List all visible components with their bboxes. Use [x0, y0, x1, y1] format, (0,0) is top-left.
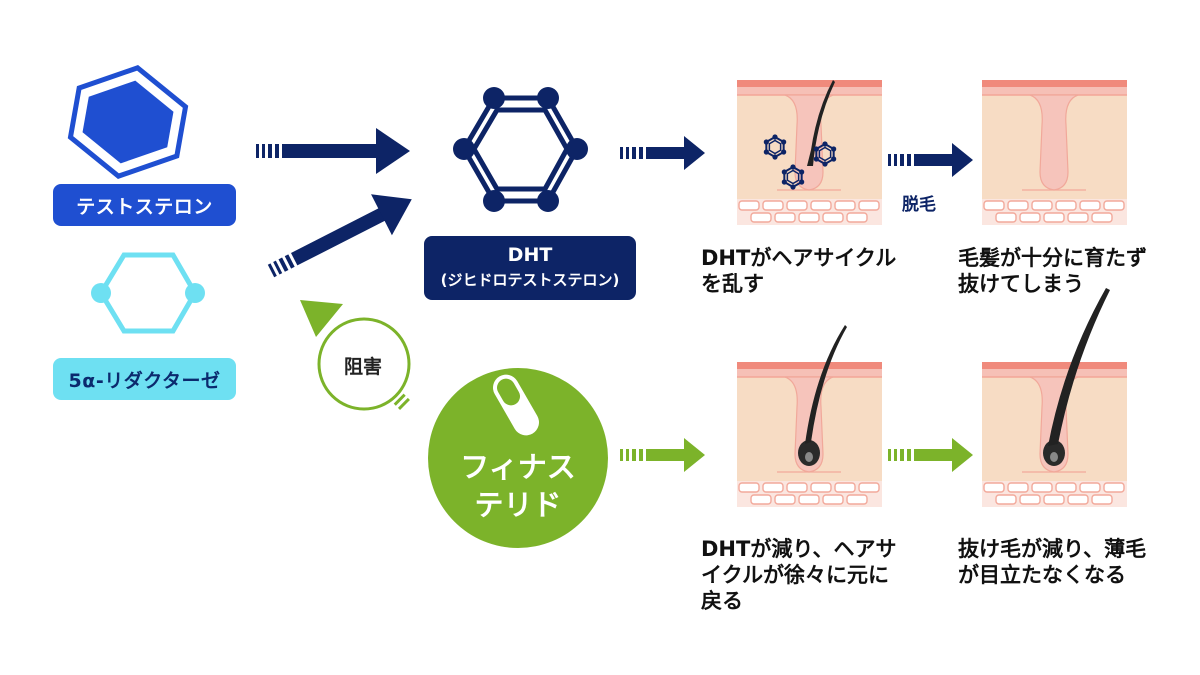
finasteride-pill-badge: [428, 368, 608, 548]
caption-thinning-less-noticeable: 抜け毛が減り、薄毛 が目立たなくなる: [958, 537, 1147, 587]
caption-cycle-recovers: DHTが減り、ヘアサ イクルが徐々に元に 戻る: [701, 537, 897, 613]
arrow-dht-to-skin: [620, 136, 705, 170]
dht-molecule-icon: [453, 87, 588, 212]
skin-panel-hair-lost: [982, 80, 1127, 225]
inhibit-arrow: [300, 300, 411, 411]
arrow-finasteride-to-skin: [620, 438, 705, 472]
skin-panel-hair-restored: [982, 288, 1127, 507]
dht-sublabel: (ジヒドロテストステロン): [440, 271, 620, 289]
skin-panel-recovering: [737, 325, 882, 507]
caption-dht-disrupts-cycle: DHTがヘアサイクル を乱す: [701, 246, 897, 296]
reductase-label: 5α-リダクターゼ: [53, 358, 236, 400]
capsule-icon: [493, 374, 539, 436]
skin-panel-dht-damaged: [737, 80, 882, 225]
arrow-reductase-to-dht: [267, 194, 412, 278]
testosterone-molecule-icon: [67, 65, 189, 179]
inhibit-label: 阻害: [344, 356, 383, 378]
caption-hair-falls-out: 毛髪が十分に育たず 抜けてしまう: [958, 246, 1147, 296]
arrow-testosterone-to-dht: [256, 128, 410, 174]
dht-label-box: DHT (ジヒドロテストステロン): [424, 236, 636, 300]
hair-loss-label: 脱毛: [902, 195, 936, 215]
testosterone-label: テストステロン: [53, 184, 236, 226]
inhibit-circle: [317, 317, 411, 411]
dht-label: DHT: [507, 244, 553, 266]
arrow-hair-loss: [888, 143, 973, 177]
arrow-recovery: [888, 438, 973, 472]
reductase-enzyme-icon: [91, 252, 205, 334]
finasteride-label: フィナス テリド: [460, 450, 576, 522]
